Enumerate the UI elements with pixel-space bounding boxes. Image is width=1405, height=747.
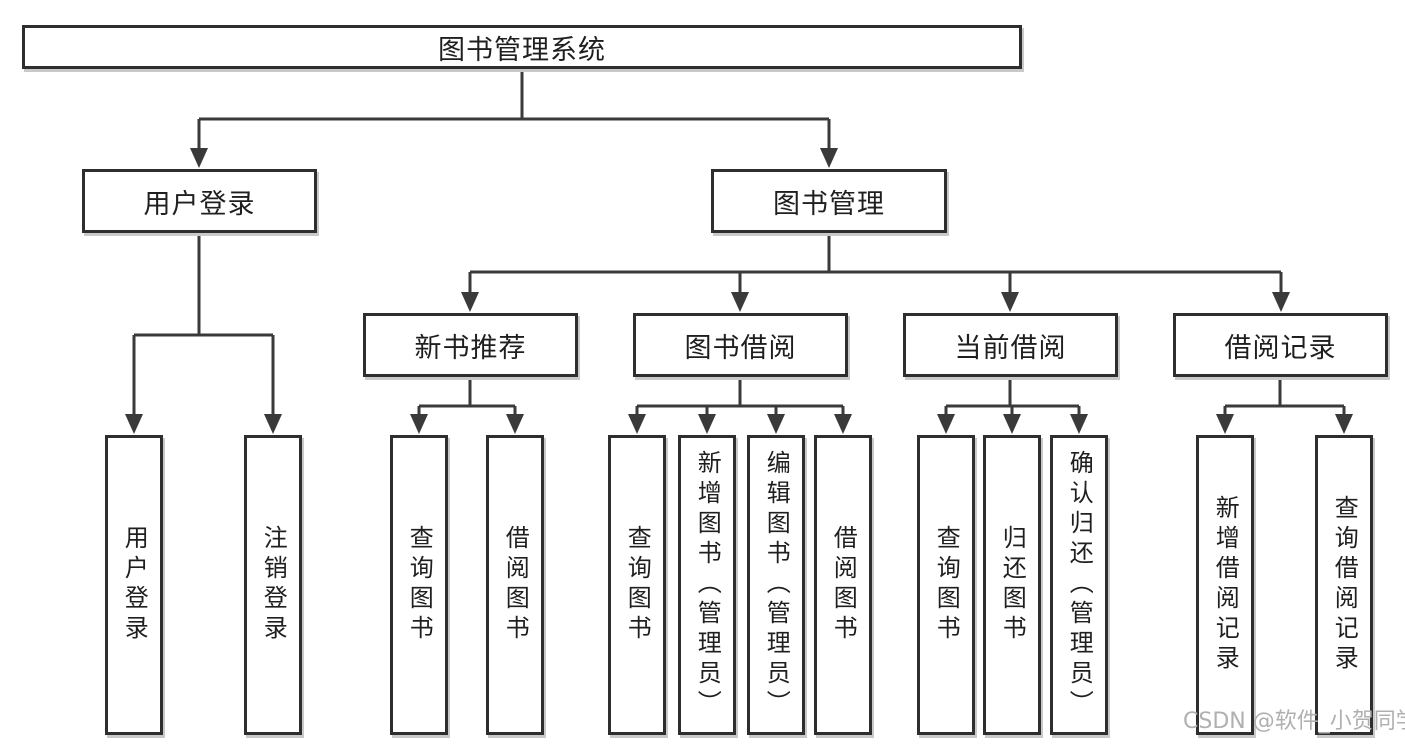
leaf-query-books-borrow-label: 查询图书: [623, 525, 652, 645]
node-user-login: 用户登录: [82, 169, 317, 233]
leaf-logout: 注销登录: [244, 435, 302, 735]
leaf-confirm-return-admin-label: 确认归还（管理员）: [1065, 450, 1094, 720]
leaf-borrow-books-label: 借阅图书: [829, 525, 858, 645]
node-borrow-records: 借阅记录: [1173, 313, 1388, 377]
leaf-borrow-books-recommend-label: 借阅图书: [501, 525, 530, 645]
leaf-return-books-label: 归还图书: [998, 525, 1027, 645]
leaf-logout-label: 注销登录: [259, 525, 288, 645]
leaf-edit-book-admin: 编辑图书（管理员）: [747, 435, 805, 735]
node-book-management-label: 图书管理: [773, 188, 885, 220]
leaf-add-book-admin-label: 新增图书（管理员）: [693, 450, 722, 720]
node-current-borrow: 当前借阅: [903, 313, 1118, 377]
node-new-book-recommend: 新书推荐: [363, 313, 578, 377]
leaf-query-books-recommend: 查询图书: [390, 435, 448, 735]
leaf-user-login-label: 用户登录: [120, 525, 149, 645]
leaf-confirm-return-admin: 确认归还（管理员）: [1050, 435, 1108, 735]
node-user-login-label: 用户登录: [143, 188, 256, 220]
node-book-borrow-label: 图书借阅: [684, 332, 797, 364]
leaf-add-book-admin: 新增图书（管理员）: [678, 435, 736, 735]
leaf-query-books-current: 查询图书: [917, 435, 975, 735]
node-book-management: 图书管理: [711, 169, 947, 233]
leaf-query-borrow-record: 查询借阅记录: [1315, 435, 1373, 735]
node-book-borrow: 图书借阅: [633, 313, 848, 377]
node-library-system: 图书管理系统: [22, 25, 1022, 69]
leaf-query-borrow-record-label: 查询借阅记录: [1330, 495, 1359, 675]
leaf-query-books-current-label: 查询图书: [932, 525, 961, 645]
csdn-watermark: CSDN @软件_小贺同学: [1183, 709, 1405, 734]
leaf-borrow-books-recommend: 借阅图书: [486, 435, 544, 735]
leaf-return-books: 归还图书: [983, 435, 1041, 735]
leaf-user-login: 用户登录: [105, 435, 163, 735]
node-new-book-recommend-label: 新书推荐: [414, 332, 527, 364]
leaf-add-borrow-record: 新增借阅记录: [1196, 435, 1254, 735]
leaf-edit-book-admin-label: 编辑图书（管理员）: [762, 450, 791, 720]
leaf-query-books-borrow: 查询图书: [608, 435, 666, 735]
node-current-borrow-label: 当前借阅: [954, 332, 1067, 364]
leaf-add-borrow-record-label: 新增借阅记录: [1211, 495, 1240, 675]
leaf-borrow-books: 借阅图书: [814, 435, 872, 735]
node-library-system-label: 图书管理系统: [438, 34, 606, 66]
arrowheads: [125, 148, 1353, 434]
node-borrow-records-label: 借阅记录: [1224, 332, 1337, 364]
leaf-query-books-recommend-label: 查询图书: [405, 525, 434, 645]
